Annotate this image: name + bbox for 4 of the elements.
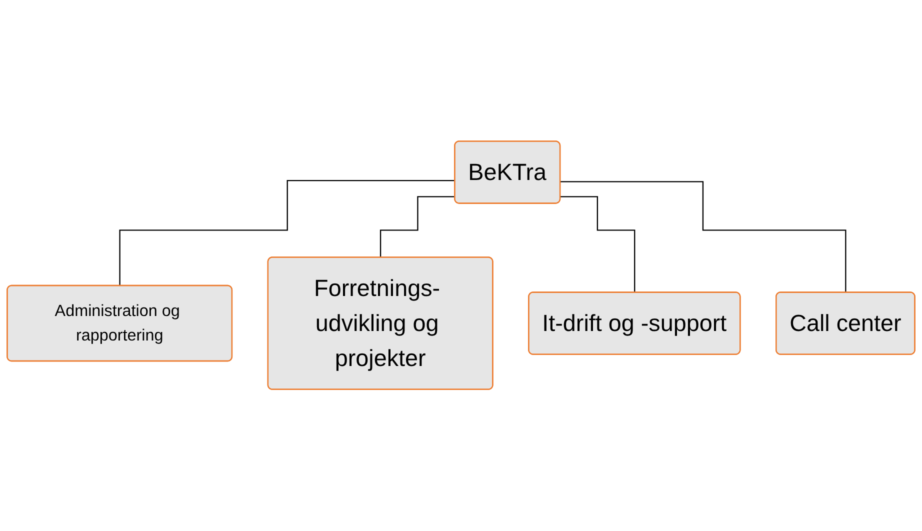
- connector: [560, 181, 846, 294]
- connector: [119, 180, 456, 287]
- connector: [560, 196, 636, 294]
- connector: [380, 196, 456, 258]
